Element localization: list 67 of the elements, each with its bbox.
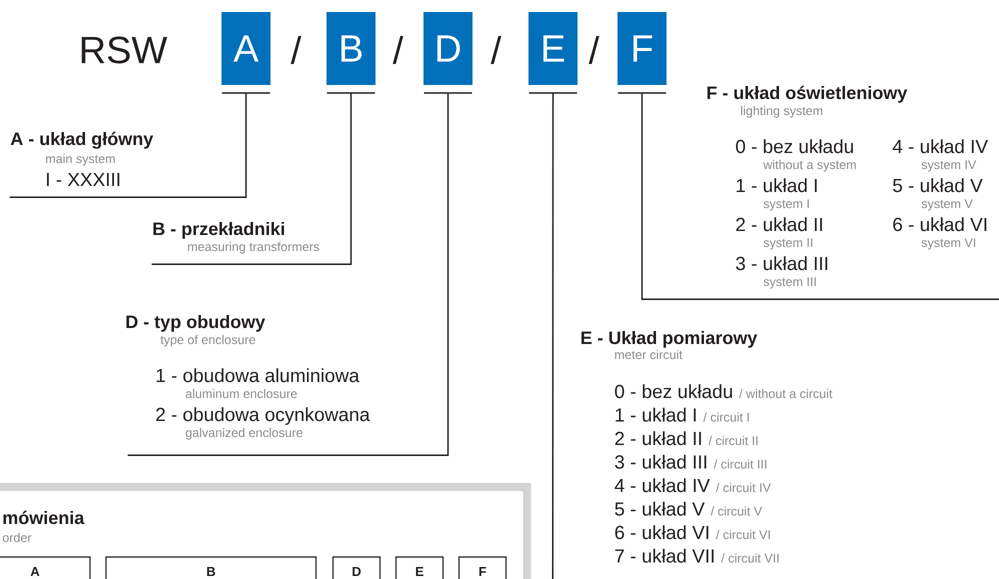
leader-line [10,93,247,198]
translation-text: / circuit VII [721,553,778,563]
code-letter-box: B [326,12,376,85]
separator-slash: / [290,36,302,64]
code-letter-box: E [528,12,578,85]
order-field: B [105,556,317,579]
section-heading: F - układ oświetleniowy [708,86,908,103]
option-text: 0 - bez układu [615,384,732,398]
option-text: 6 - układ VI [893,217,986,232]
translation-text: / circuit I [703,412,749,422]
section-heading: D - typ obudowy [126,314,266,332]
translation-text: system VI [922,238,976,250]
option-text: 0 - bez układu [736,139,853,154]
translation-text: / circuit V [710,506,762,516]
option-text: 1 - układ I [736,178,817,192]
code-letter-box: A [222,12,270,85]
translation-text: system I [764,199,809,211]
leader-line [641,93,999,300]
order-field: D [332,556,381,579]
section-heading: A - układ główny [10,132,154,149]
option-text: 1 - obudowa aluminiowa [156,368,360,382]
translation-text: order [2,532,32,542]
translation-text: main system [46,154,115,166]
separator-slash: / [490,36,502,64]
translation-text: aluminum enclosure [186,388,297,398]
translation-text: without a system [763,160,856,172]
translation-text: / circuit VI [716,530,770,540]
translation-text: lighting system [741,106,822,118]
option-text: 6 - układ VI [615,525,708,540]
translation-text: / circuit III [714,459,766,469]
order-field: F [458,556,507,579]
option-text: 2 - obudowa ocynkowana [156,407,370,425]
panel-heading: mówienia [3,510,84,524]
code-letter-box: F [618,12,666,85]
option-text: 3 - układ III [736,256,828,270]
option-text: 7 - układ VII [615,548,714,563]
translation-text: / without a circuit [739,388,832,398]
order-field: E [395,556,444,579]
translation-text: system III [764,277,816,289]
translation-text: meter circuit [615,350,682,360]
option-text: 4 - układ IV [614,478,710,492]
separator-slash: / [392,36,404,64]
section-heading: E - Układ pomiarowy [581,330,758,348]
translation-text: system II [764,238,812,250]
translation-text: / circuit II [708,436,758,446]
option-text: 2 - układ II [736,217,822,232]
translation-text: type of enclosure [160,334,256,347]
translation-text: system V [922,199,973,211]
translation-text: galvanized enclosure [186,428,302,440]
code-letter-box: D [424,12,472,85]
translation-text: system IV [922,160,976,172]
option-text: 4 - układ IV [892,139,988,154]
leader-line [128,93,449,456]
order-field: A [0,556,91,579]
option-text: I - XXXIII [47,172,120,186]
option-text: 3 - układ III [614,454,706,469]
translation-text: / circuit IV [716,482,771,492]
product-code-prefix: RSW [82,36,168,64]
option-text: 2 - układ II [615,431,701,446]
translation-text: measuring transformers [188,242,320,254]
option-text: 5 - układ V [893,178,983,192]
separator-slash: / [588,36,600,64]
leader-line [552,93,554,579]
option-text: 5 - układ V [615,502,705,516]
section-heading: B - przekładniki [153,222,284,239]
leader-line [152,93,352,265]
option-text: 1 - układ I [616,408,696,422]
